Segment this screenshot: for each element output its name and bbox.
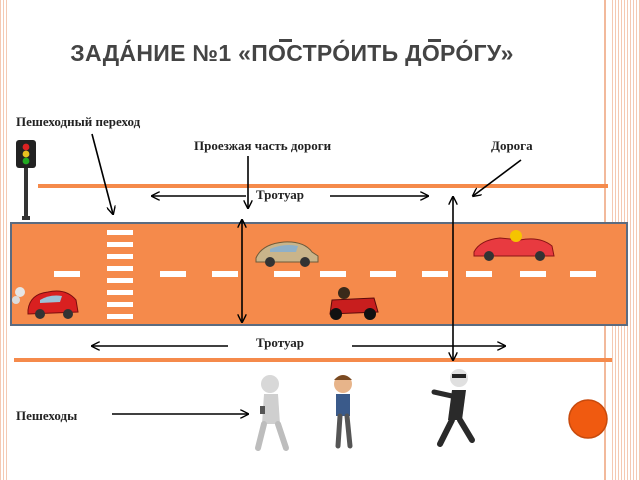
title-overbar [428, 39, 441, 42]
pedestrian-phone-icon [255, 375, 289, 451]
decor-circle [568, 399, 608, 439]
label-sidewalk-top: Тротуар [256, 187, 305, 202]
pink-car-icon [473, 230, 555, 261]
label-carriageway: Проезжая часть дороги [194, 138, 332, 153]
title-overbar [279, 39, 292, 42]
beige-car-icon [255, 241, 319, 267]
crosswalk-stripes [107, 230, 133, 319]
arrow-crosswalk [91, 133, 113, 214]
pedestrian-running-icon [431, 369, 475, 447]
pedestrian-boy-icon [334, 375, 353, 449]
label-road: Дорога [491, 138, 533, 153]
lane-markings [54, 271, 596, 277]
traffic-light-icon [16, 140, 36, 220]
label-sidewalk-bottom: Тротуар [256, 335, 305, 350]
label-crosswalk: Пешеходный переход [16, 114, 141, 129]
slide-title: ЗАДА́НИЕ №1 «ПОСТРО́ИТЬ ДОРО́ГУ» [70, 40, 514, 66]
sidewalk-top-edge [38, 184, 608, 188]
label-pedestrians: Пешеходы [16, 408, 78, 423]
slide-frame-left [0, 0, 8, 480]
sidewalk-bottom-edge [14, 358, 612, 362]
red-car-icon [12, 287, 79, 319]
race-kart-icon [329, 287, 379, 320]
arrow-road [473, 159, 522, 196]
